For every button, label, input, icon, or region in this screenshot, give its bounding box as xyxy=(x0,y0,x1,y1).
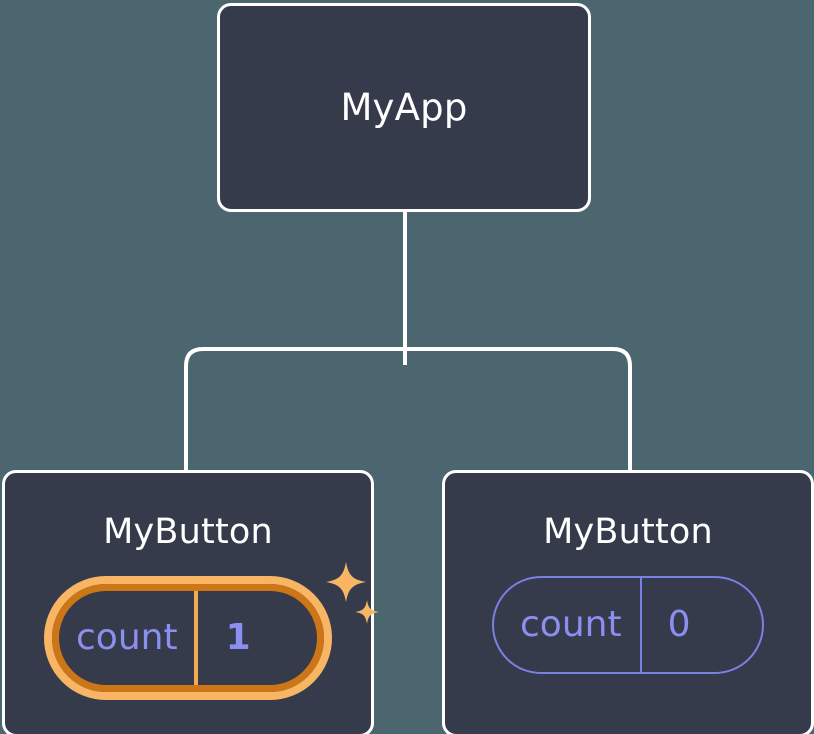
state-key-label: count xyxy=(76,617,178,658)
state-value-label: 1 xyxy=(193,584,279,692)
component-node-label: MyApp xyxy=(340,86,468,129)
state-pill-plain[interactable]: count 0 xyxy=(492,576,764,674)
state-value-label: 0 xyxy=(639,578,719,672)
component-node-label: MyButton xyxy=(103,512,273,552)
component-node-mybutton-right[interactable]: MyButton count 0 xyxy=(442,470,814,734)
component-node-mybutton-left[interactable]: MyButton count 1 xyxy=(2,470,379,734)
component-node-myapp[interactable]: MyApp xyxy=(217,3,591,212)
edge-bracket xyxy=(184,347,632,470)
sparkle-large-icon xyxy=(326,562,366,602)
state-pill-wrapper: count 1 xyxy=(44,562,379,700)
state-pill-highlighted[interactable]: count 1 xyxy=(44,576,332,700)
state-key-label: count xyxy=(520,604,622,645)
component-node-label: MyButton xyxy=(543,512,713,552)
state-pill-wrapper: count 0 xyxy=(492,576,764,674)
